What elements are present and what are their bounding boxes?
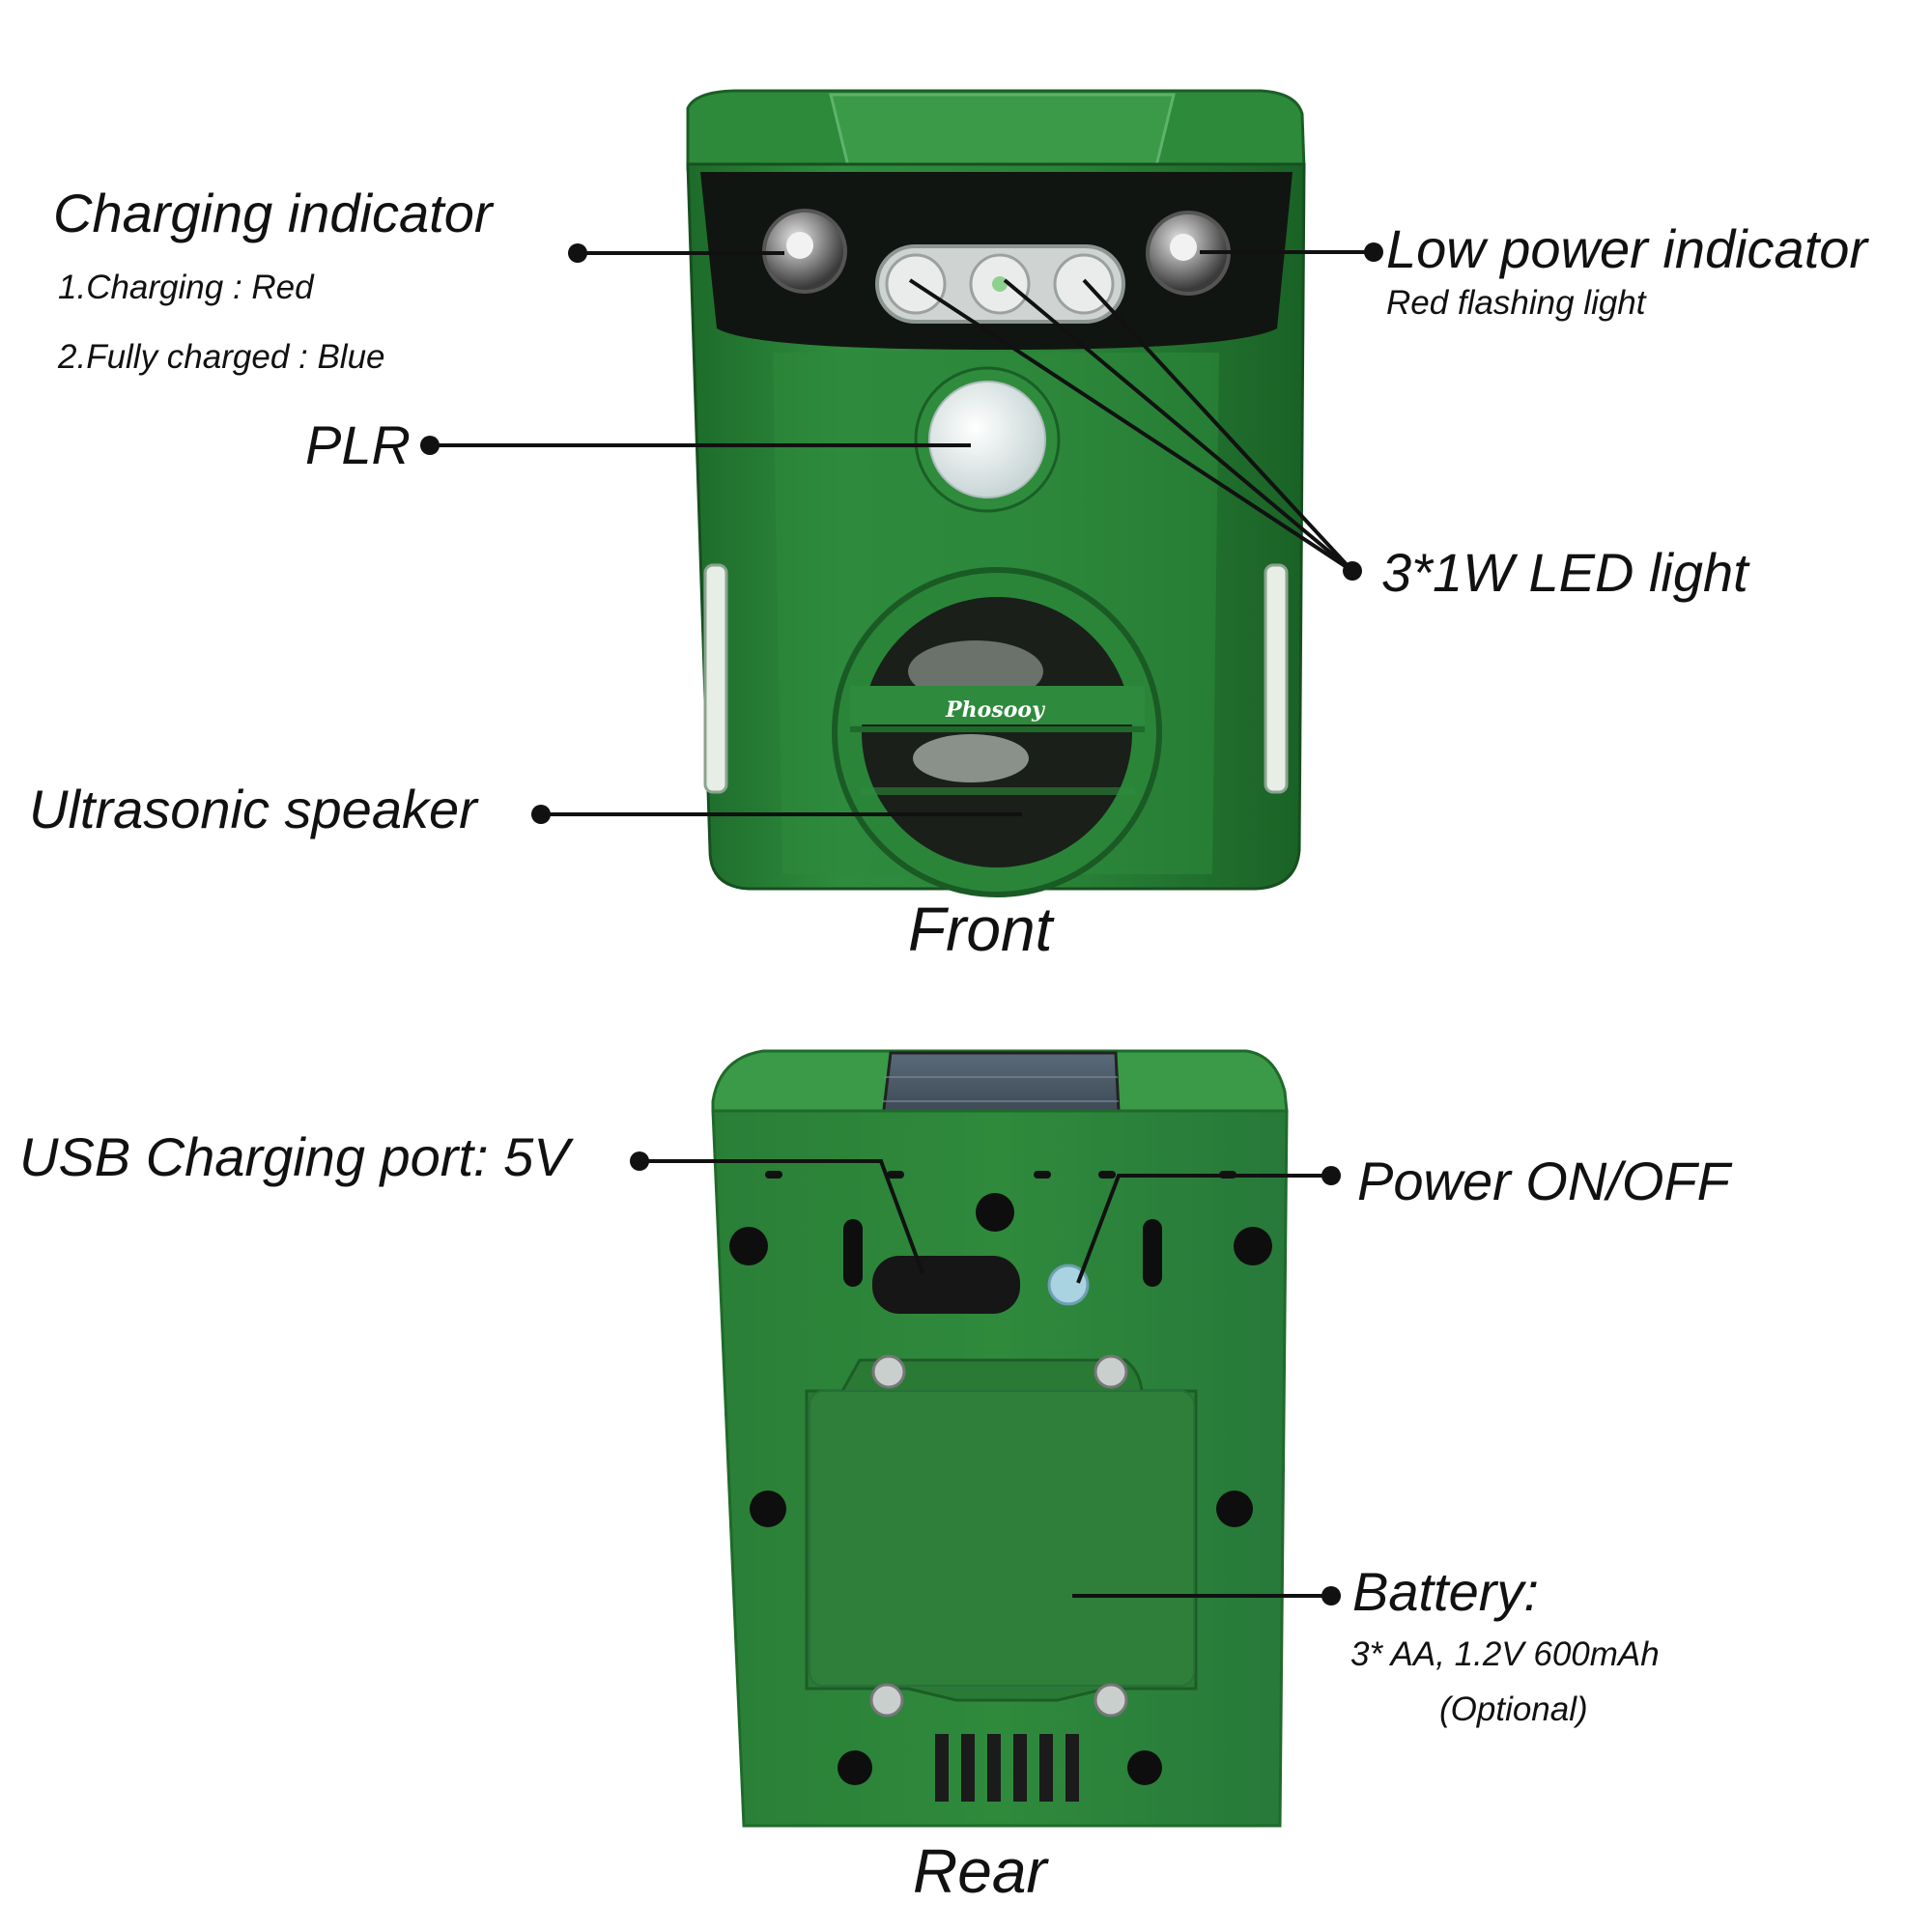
rear-top-slots xyxy=(765,1171,1236,1179)
pir-sensor-dome xyxy=(928,381,1046,498)
usb-leader xyxy=(639,1159,924,1274)
led-light-label: 3*1W LED light xyxy=(1381,542,1748,603)
front-top-recess xyxy=(829,93,1176,176)
rear-device xyxy=(711,1049,1289,1828)
left-side-light xyxy=(703,563,728,794)
charging-indicator-dot xyxy=(568,243,587,263)
speaker-cone-lower xyxy=(913,734,1029,782)
speaker-bar-bottom xyxy=(850,726,1145,732)
low-power-indicator-title: Low power indicator xyxy=(1386,218,1868,279)
vent-slats xyxy=(935,1734,1079,1802)
usb-port-cover xyxy=(872,1256,1020,1314)
usb-dot xyxy=(630,1151,649,1171)
speaker-bar-top xyxy=(850,686,1145,724)
front-device: Phosooy xyxy=(686,89,1306,897)
battery-detail-2: (Optional) xyxy=(1439,1690,1588,1728)
battery-dot xyxy=(1321,1586,1341,1605)
low-power-indicator-lens xyxy=(1170,234,1197,261)
leader-lines xyxy=(430,250,1374,1598)
battery-title: Battery: xyxy=(1352,1561,1539,1622)
battery-door-screws xyxy=(869,1354,1128,1718)
plr-label: PLR xyxy=(305,414,411,475)
led-leader-1 xyxy=(908,278,1354,573)
right-side-light xyxy=(1264,563,1289,794)
leader-dots xyxy=(420,242,1383,1605)
mount-holes xyxy=(729,1193,1272,1785)
front-caption: Front xyxy=(908,895,1053,964)
keyhole-slots xyxy=(843,1219,1162,1287)
led-leader-3 xyxy=(1082,278,1354,573)
power-leader xyxy=(1076,1174,1331,1284)
battery-detail-1: 3* AA, 1.2V 600mAh xyxy=(1350,1635,1660,1673)
power-switch xyxy=(1047,1264,1090,1306)
plr-dot xyxy=(420,436,440,455)
led-dot xyxy=(1343,561,1362,581)
charging-indicator-detail-1: 1.Charging : Red xyxy=(58,269,314,306)
led-light-center-chip xyxy=(992,276,1008,292)
low-power-dot xyxy=(1364,242,1383,262)
brand-logo: Phosooy xyxy=(945,697,1046,723)
charging-indicator-title: Charging indicator xyxy=(53,183,493,243)
charging-indicator-lens xyxy=(786,232,813,259)
battery-door-panel xyxy=(809,1390,1195,1687)
low-power-indicator-detail: Red flashing light xyxy=(1386,284,1646,322)
led-leader-2 xyxy=(1003,278,1354,573)
speaker-bar-lower xyxy=(860,787,1135,795)
charging-indicator-detail-2: 2.Fully charged : Blue xyxy=(58,338,385,376)
ultrasonic-speaker-label: Ultrasonic speaker xyxy=(29,779,477,839)
rear-caption: Rear xyxy=(913,1836,1047,1906)
power-dot xyxy=(1321,1166,1341,1185)
power-switch-label: Power ON/OFF xyxy=(1357,1151,1730,1211)
usb-port-label: USB Charging port: 5V xyxy=(19,1126,570,1187)
speaker-dot xyxy=(531,805,551,824)
